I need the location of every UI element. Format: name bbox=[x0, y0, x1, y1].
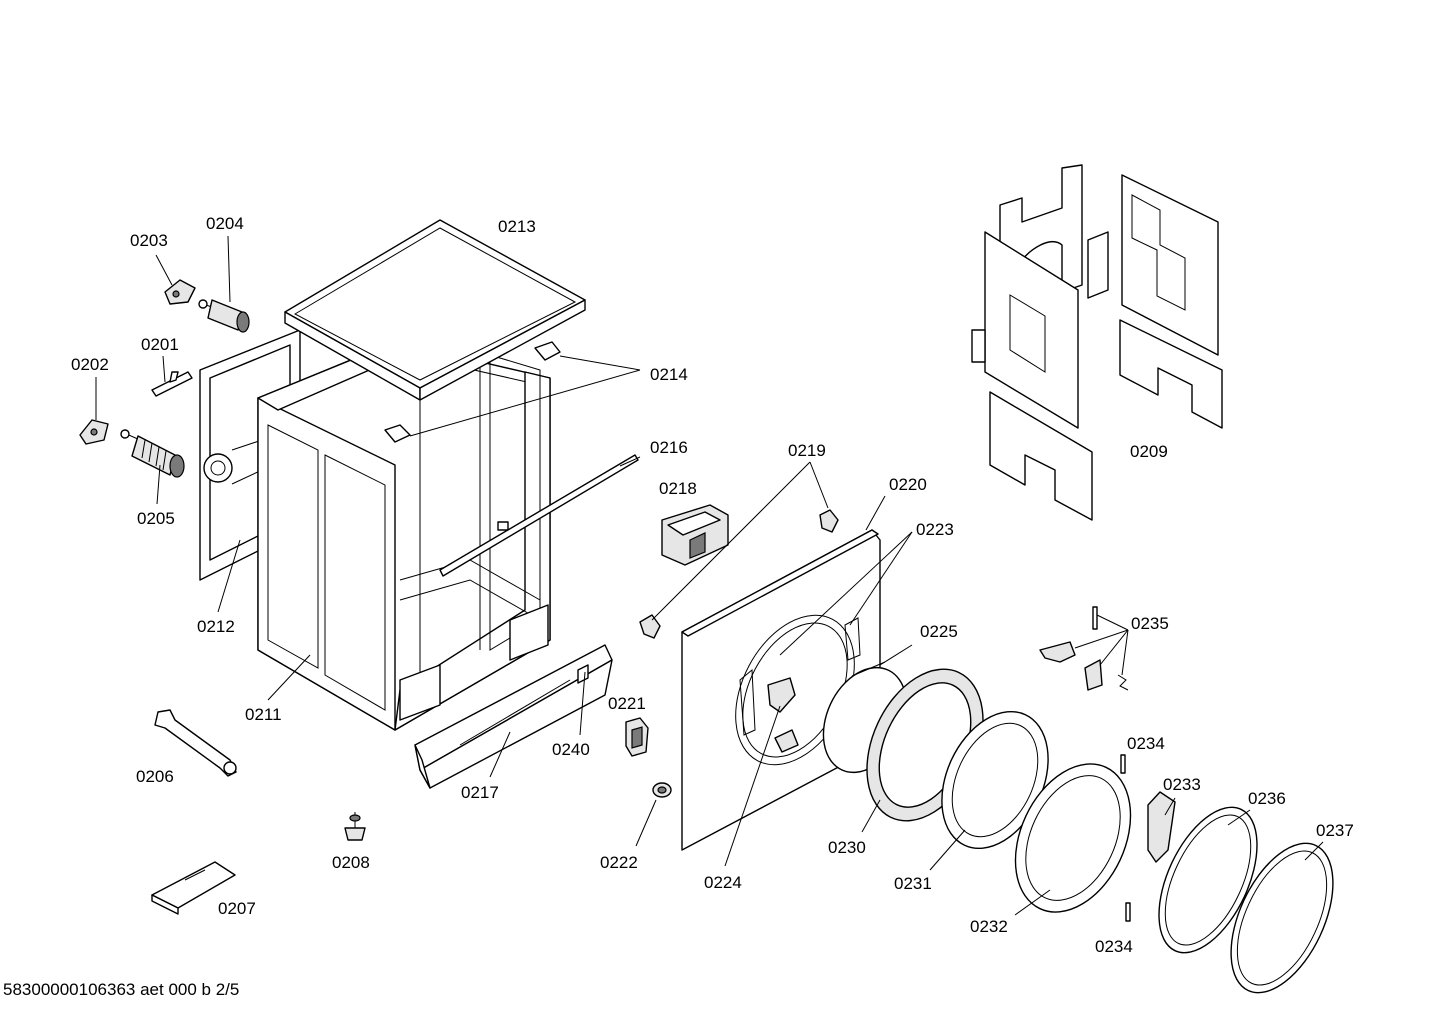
label-0220: 0220 bbox=[889, 475, 927, 494]
part-0217-kick-plate bbox=[414, 644, 613, 789]
label-0232: 0232 bbox=[970, 917, 1008, 936]
part-0224-hinge bbox=[767, 677, 799, 753]
label-0237: 0237 bbox=[1316, 821, 1354, 840]
part-0218-door-lock bbox=[661, 504, 729, 566]
label-0223: 0223 bbox=[916, 520, 954, 539]
part-0213-top-cover bbox=[284, 219, 586, 401]
label-0209: 0209 bbox=[1130, 442, 1168, 461]
label-0212: 0212 bbox=[197, 617, 235, 636]
part-0207-leveling-plate bbox=[151, 861, 236, 915]
label-0225: 0225 bbox=[920, 622, 958, 641]
part-0211-cabinet bbox=[257, 341, 551, 731]
label-0231: 0231 bbox=[894, 874, 932, 893]
label-0211: 0211 bbox=[245, 705, 282, 724]
label-0221: 0221 bbox=[608, 694, 646, 713]
part-0209-insulation bbox=[971, 164, 1223, 521]
part-0214-brackets bbox=[384, 341, 561, 443]
label-0205: 0205 bbox=[137, 509, 175, 528]
part-0202-clip bbox=[79, 419, 109, 445]
label-0230: 0230 bbox=[828, 838, 866, 857]
label-0235: 0235 bbox=[1131, 614, 1169, 633]
label-0224: 0224 bbox=[704, 873, 742, 892]
label-0213: 0213 bbox=[498, 217, 536, 236]
part-0216-cross-strut bbox=[439, 454, 639, 577]
part-0234-pins bbox=[1120, 754, 1131, 922]
part-0222-grommet bbox=[652, 782, 672, 798]
part-0206-wrench bbox=[154, 709, 237, 777]
label-0219: 0219 bbox=[788, 441, 826, 460]
drawing-reference-number: 58300000106363 aet 000 b 2/5 bbox=[3, 980, 240, 999]
leader-lines bbox=[95, 235, 1324, 916]
label-0236: 0236 bbox=[1248, 789, 1286, 808]
part-0208-foot bbox=[344, 812, 366, 841]
part-0233-handle bbox=[1147, 791, 1176, 863]
label-0208: 0208 bbox=[332, 853, 370, 872]
part-0236-ring bbox=[1158, 806, 1258, 954]
label-0201: 0201 bbox=[141, 335, 179, 354]
label-0218: 0218 bbox=[659, 479, 697, 498]
part-0219-clips bbox=[639, 509, 839, 639]
part-0235-hinge-pieces bbox=[1039, 606, 1129, 691]
part-0237-ring bbox=[1230, 842, 1334, 994]
label-0214: 0214 bbox=[650, 365, 688, 384]
part-0203-clip bbox=[164, 279, 196, 305]
part-0201-bracket bbox=[151, 371, 193, 397]
label-0206: 0206 bbox=[136, 767, 174, 786]
label-0204: 0204 bbox=[206, 214, 244, 233]
part-0232-door-outer-ring bbox=[1014, 763, 1132, 913]
label-0240: 0240 bbox=[552, 740, 590, 759]
label-0234-bottom: 0234 bbox=[1095, 937, 1133, 956]
label-0207: 0207 bbox=[218, 899, 256, 918]
label-0217: 0217 bbox=[461, 783, 499, 802]
part-0205-shock-absorber bbox=[120, 429, 185, 478]
label-0216: 0216 bbox=[650, 438, 688, 457]
part-0204-shock-absorber bbox=[198, 299, 250, 333]
label-0233: 0233 bbox=[1163, 775, 1201, 794]
label-0222: 0222 bbox=[600, 853, 638, 872]
label-0203: 0203 bbox=[130, 231, 168, 250]
label-0202: 0202 bbox=[71, 355, 109, 374]
part-0221-lock-part bbox=[625, 717, 649, 757]
label-0234-top: 0234 bbox=[1127, 734, 1165, 753]
